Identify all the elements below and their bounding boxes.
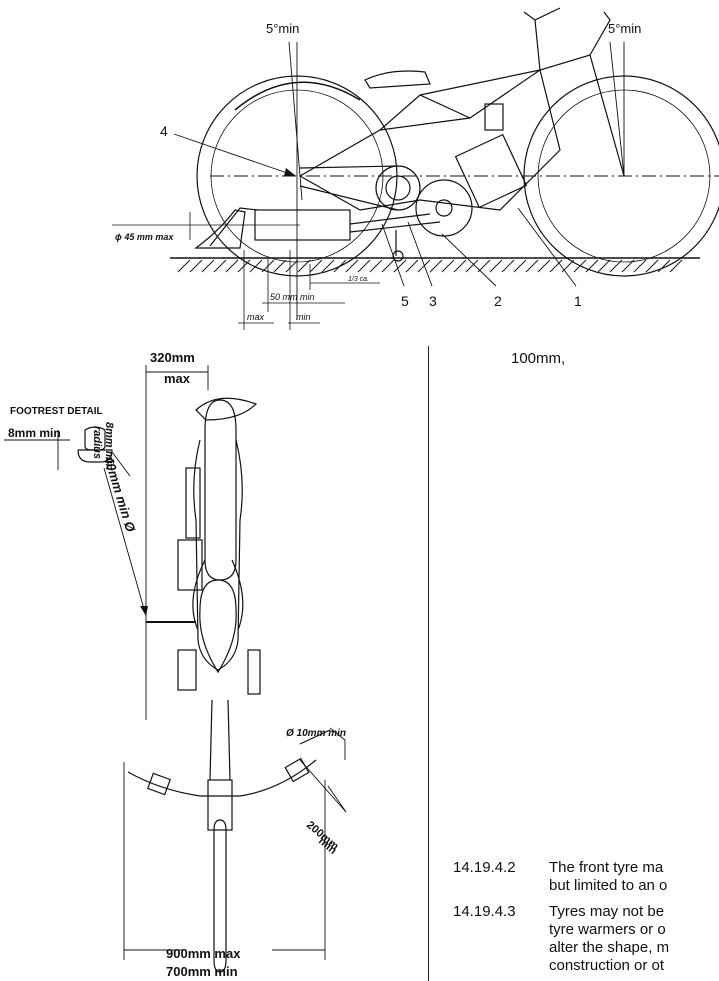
column-divider bbox=[428, 346, 429, 981]
clause-line: construction or ot bbox=[549, 957, 665, 974]
clause-line: Tyres may not be bbox=[549, 903, 665, 920]
clause-14-19-4-2: 14.19.4.2 The front tyre ma but limited … bbox=[453, 859, 719, 899]
callout-2: 2 bbox=[494, 293, 502, 309]
rear-width-label-a: 320mm bbox=[150, 350, 195, 365]
fuel-tank bbox=[199, 579, 237, 674]
footrest-8mm-label: 8mm min bbox=[8, 426, 61, 440]
callout-5: 5 bbox=[401, 293, 409, 309]
top-view-diagram: 320mm max FOOTREST DETAIL 8mm min 8mm mi… bbox=[4, 350, 347, 979]
front-tyre bbox=[213, 819, 227, 973]
text-fragment: 100mm, bbox=[511, 350, 566, 367]
side-view-diagram: 5°min 5°min ϕ 45 mm max 50 mm min 1/3 ca… bbox=[112, 7, 719, 330]
dim-min-label: min bbox=[296, 312, 311, 322]
callout-3: 3 bbox=[429, 293, 437, 309]
clause-number: 14.19.4.3 bbox=[453, 903, 516, 920]
radius-8mm-label-a: 8mm min bbox=[103, 422, 115, 471]
handlebar-max-label: 900mm max bbox=[166, 946, 241, 961]
clause-line: The front tyre ma bbox=[549, 859, 664, 876]
footrest-detail bbox=[84, 426, 106, 451]
rear-tyre bbox=[204, 399, 237, 581]
handlebar-min-label: 700mm min bbox=[166, 964, 238, 979]
frame-top bbox=[193, 439, 243, 671]
callout-1: 1 bbox=[574, 293, 582, 309]
seat bbox=[364, 70, 431, 89]
clause-number: 14.19.4.2 bbox=[453, 859, 516, 876]
seat-top bbox=[195, 397, 258, 421]
angle-label-right: 5°min bbox=[608, 21, 641, 36]
radius-8mm-label-b: radius bbox=[91, 426, 103, 459]
clause-line: but limited to an o bbox=[549, 877, 668, 894]
engine bbox=[454, 133, 528, 209]
angle-label-left: 5°min bbox=[266, 21, 299, 36]
clause-line: alter the shape, m bbox=[549, 939, 670, 956]
dim-third-label: 1/3 ca. bbox=[348, 276, 369, 283]
callout-4: 4 bbox=[160, 123, 168, 139]
clause-14-19-4-3: 14.19.4.3 Tyres may not be tyre warmers … bbox=[453, 903, 719, 981]
frame bbox=[299, 54, 625, 211]
footrest-detail-title: FOOTREST DETAIL bbox=[10, 406, 103, 417]
dim-50mm-label: 50 mm min bbox=[270, 292, 315, 302]
dim-max-label: max bbox=[247, 312, 265, 322]
rear-width-label-b: max bbox=[164, 371, 191, 386]
clause-line: tyre warmers or o bbox=[549, 921, 666, 938]
exhaust-diameter-label: ϕ 45 mm max bbox=[115, 232, 174, 242]
lever-10mm-label: Ø 10mm min bbox=[286, 728, 346, 739]
